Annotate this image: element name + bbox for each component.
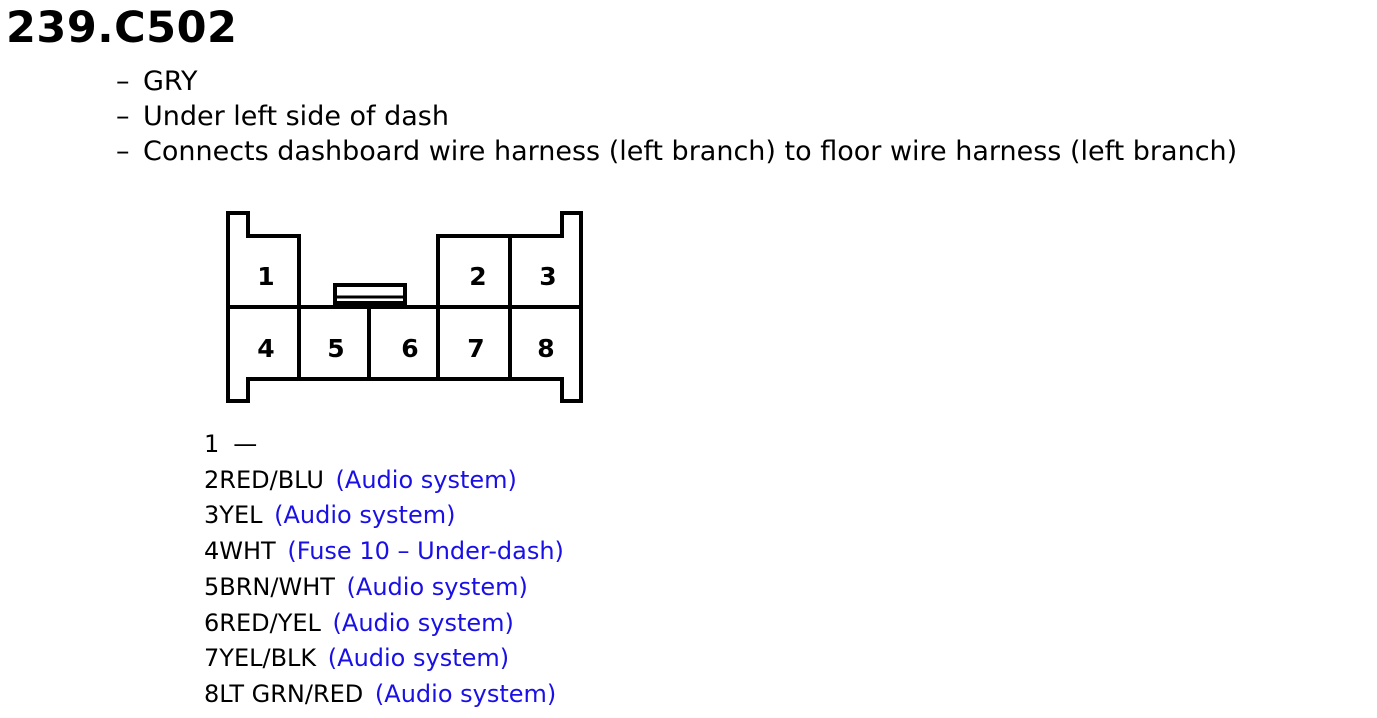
pin-circuit-link[interactable]: (Audio system) — [335, 465, 517, 494]
cavity-7: 7 — [467, 334, 484, 363]
pin-wire-color: LT GRN/RED — [219, 679, 364, 708]
pin-row-2: 2RED/BLU (Audio system) — [204, 463, 564, 499]
cavity-3: 3 — [539, 262, 556, 291]
cavity-8: 8 — [537, 334, 554, 363]
pin-list: 1— 2RED/BLU (Audio system) 3YEL (Audio s… — [204, 427, 564, 713]
pin-row-1: 1— — [204, 427, 564, 463]
connector-face-diagram: 1 2 3 4 5 6 7 8 — [226, 211, 583, 403]
pin-wire-color: YEL — [219, 501, 263, 530]
connector-latch — [333, 283, 407, 305]
pin-wire-color: WHT — [219, 537, 276, 566]
cavity-2: 2 — [469, 262, 486, 291]
pin-circuit-link[interactable]: (Audio system) — [374, 679, 557, 708]
info-connects: –Connects dashboard wire harness (left b… — [116, 134, 1237, 169]
list-dash: – — [116, 136, 130, 167]
pin-row-8: 8LT GRN/RED (Audio system) — [204, 677, 564, 713]
page-title: 239.C502 — [6, 3, 238, 53]
pin-number: 6 — [204, 608, 220, 637]
pin-wire-color: BRN/WHT — [219, 572, 335, 601]
cavity-5: 5 — [327, 334, 344, 363]
pin-wire-color: RED/BLU — [219, 465, 324, 494]
pin-circuit-link[interactable]: (Audio system) — [332, 608, 514, 637]
list-dash: – — [116, 101, 130, 132]
pin-number: 3 — [204, 501, 220, 530]
connector-outline — [226, 211, 583, 403]
pin-number: 7 — [204, 644, 220, 673]
info-location-text: Under left side of dash — [143, 101, 449, 132]
cavity-4: 4 — [257, 334, 274, 363]
info-color: –GRY — [116, 64, 1237, 99]
pin-number: 5 — [204, 572, 220, 601]
pin-number: 1 — [204, 430, 220, 458]
cavity-6: 6 — [401, 334, 418, 363]
info-location: –Under left side of dash — [116, 99, 1237, 134]
pin-wire-color: RED/YEL — [219, 608, 321, 637]
info-color-text: GRY — [143, 66, 198, 97]
pin-number: 2 — [204, 465, 220, 494]
pin-row-4: 4WHT (Fuse 10 – Under-dash) — [204, 534, 564, 570]
pin-circuit-link[interactable]: (Audio system) — [327, 644, 510, 673]
pin-circuit-link[interactable]: (Audio system) — [346, 572, 528, 601]
pin-wire-color: YEL/BLK — [219, 644, 317, 673]
info-connects-text: Connects dashboard wire harness (left br… — [143, 136, 1238, 167]
pin-row-7: 7YEL/BLK (Audio system) — [204, 641, 564, 677]
list-dash: – — [116, 66, 130, 97]
pin-row-3: 3YEL (Audio system) — [204, 498, 564, 534]
pin-number: 8 — [204, 679, 220, 708]
pin-circuit-link[interactable]: (Audio system) — [274, 501, 456, 530]
pin-row-6: 6RED/YEL (Audio system) — [204, 606, 564, 642]
pin-circuit-link[interactable]: (Fuse 10 – Under-dash) — [287, 537, 564, 566]
cavity-1: 1 — [257, 262, 274, 291]
pin-empty-mark: — — [233, 430, 258, 458]
connector-info-list: –GRY –Under left side of dash –Connects … — [116, 64, 1237, 169]
pin-row-5: 5BRN/WHT (Audio system) — [204, 570, 564, 606]
pin-number: 4 — [204, 537, 220, 566]
